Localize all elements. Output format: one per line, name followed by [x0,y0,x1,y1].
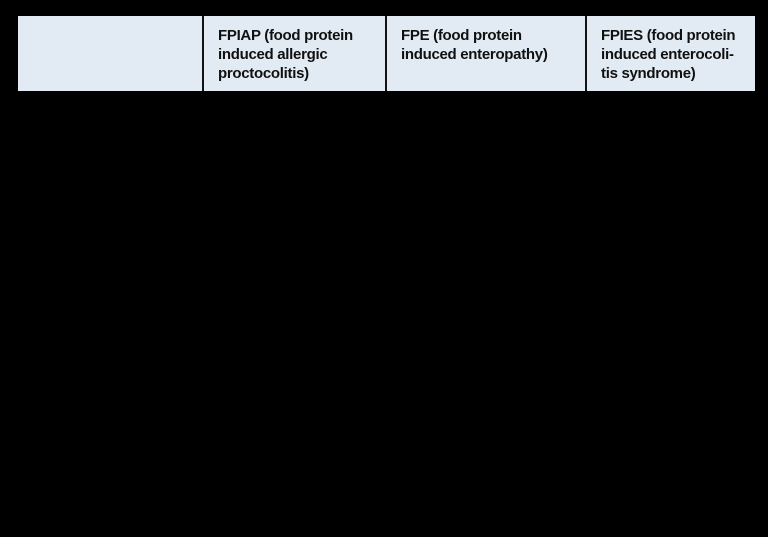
header-cell-fpies-line-2: induced enterocoli- [601,46,734,63]
table-header-row: FPIAP (food protein induced allergic pro… [18,16,755,91]
header-cell-fpies: FPIES (food protein induced enterocoli- … [587,16,755,91]
header-cell-fpies-line-3: tis syndrome) [601,65,696,82]
header-cell-fpiap-line-3: proctocolitis) [218,65,309,82]
column-divider [385,16,387,91]
header-cell-fpe-line-2: induced enteropathy) [401,46,548,63]
header-cell-fpiap-line-1: FPIAP (food protein [218,27,353,44]
header-cell-fpiap: FPIAP (food protein induced allergic pro… [204,16,385,91]
header-cell-fpies-line-1: FPIES (food protein [601,27,736,44]
column-divider [585,16,587,91]
header-cell-fpiap-line-2: induced allergic [218,46,328,63]
header-cell-fpe-line-1: FPE (food protein [401,27,522,44]
header-cell-fpe: FPE (food protein induced enteropathy) [387,16,585,91]
column-divider [202,16,204,91]
header-cell-blank [18,16,202,91]
